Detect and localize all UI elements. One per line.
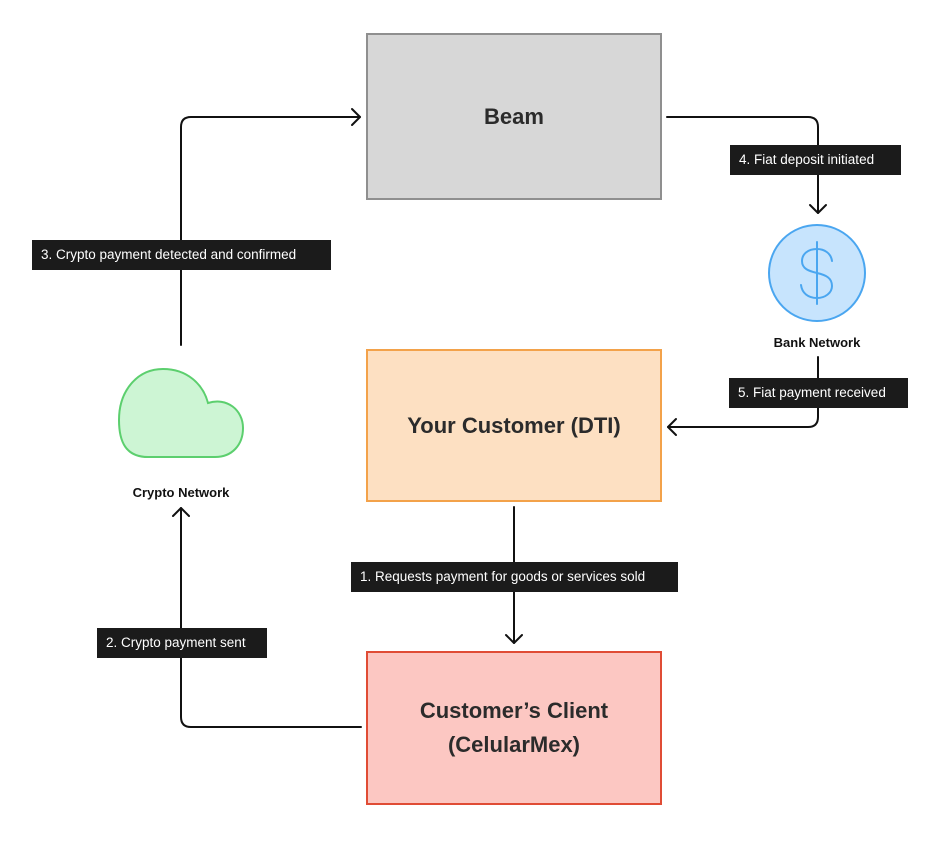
step-3-label: 3. Crypto payment detected and confirmed — [32, 240, 331, 270]
step-5-label: 5. Fiat payment received — [729, 378, 908, 408]
arrowhead-beam — [351, 108, 361, 126]
beam-node-label: Beam — [484, 103, 544, 129]
arrow-client-to-crypto — [180, 507, 362, 728]
customers-client-label-line1: Customer’s Client — [419, 698, 609, 723]
step-1-label: 1. Requests payment for goods or service… — [351, 562, 678, 592]
your-customer-node-label: Your Customer (DTI) — [407, 412, 621, 438]
arrowhead-client — [505, 634, 523, 644]
step-4-label: 4. Fiat deposit initiated — [730, 145, 901, 175]
bank-network-label: Bank Network — [773, 335, 861, 350]
step-2-label: 2. Crypto payment sent — [97, 628, 267, 658]
arrowhead-crypto — [172, 507, 190, 517]
arrow-beam-to-bank — [666, 116, 819, 214]
dollar-icon — [768, 224, 866, 322]
arrowhead-bank — [809, 204, 827, 214]
customers-client-label-line2: (CelularMex) — [447, 732, 581, 757]
cloud-icon — [117, 367, 245, 458]
beam-node: Beam — [366, 33, 662, 200]
customers-client-node: Customer’s Client (CelularMex) — [366, 651, 662, 805]
arrowhead-customer — [667, 418, 677, 436]
arrow-bank-to-customer — [667, 356, 819, 428]
your-customer-node: Your Customer (DTI) — [366, 349, 662, 502]
crypto-network-label: Crypto Network — [132, 485, 230, 500]
arrow-crypto-to-beam — [180, 116, 361, 346]
